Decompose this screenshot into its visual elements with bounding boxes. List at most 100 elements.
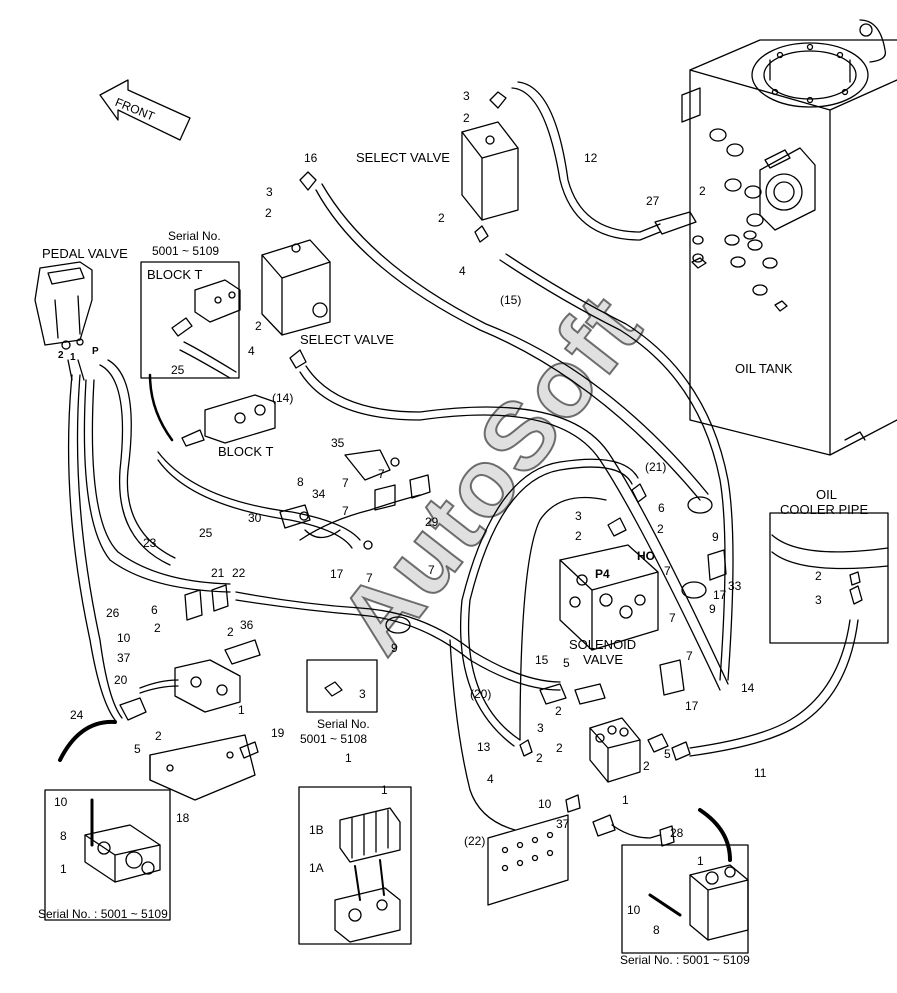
- callout: 7: [664, 564, 671, 578]
- callout: 2: [815, 569, 822, 583]
- callout: 22: [232, 566, 246, 580]
- callout: 1: [381, 783, 388, 797]
- front-arrow: [99, 79, 191, 141]
- callout: 2: [438, 211, 445, 225]
- hose-25: [235, 599, 561, 691]
- callout: 3: [575, 509, 582, 523]
- oil-cooler-inset-frame: [769, 512, 889, 644]
- callout: 8: [653, 923, 660, 937]
- callout: 6: [151, 603, 158, 617]
- hose-21: [467, 466, 633, 741]
- fitting-inset-frame: [306, 659, 378, 713]
- callout: 3: [463, 89, 470, 103]
- solenoid-label-2: VALVE: [583, 652, 623, 667]
- callout: 7: [366, 571, 373, 585]
- callout: 27: [646, 194, 660, 208]
- callout: 2: [155, 729, 162, 743]
- callout: 2: [227, 625, 234, 639]
- callout: 1: [345, 751, 352, 765]
- callout: 4: [459, 264, 466, 278]
- hose-16: [315, 189, 701, 501]
- callout: 13: [477, 740, 491, 754]
- callout: 5: [134, 742, 141, 756]
- callout: 9: [391, 641, 398, 655]
- hose-11: [689, 619, 851, 749]
- serial-fitting-title: Serial No.: [317, 717, 370, 731]
- callout: 20: [114, 673, 128, 687]
- callout: 12: [584, 151, 598, 165]
- hose-23: [99, 364, 171, 566]
- callout: 2: [575, 529, 582, 543]
- callout: 2: [154, 621, 161, 635]
- callout: 37: [556, 817, 570, 831]
- callout: 4: [248, 344, 255, 358]
- callout: 7: [428, 563, 435, 577]
- block-t-inset-label: BLOCK T: [147, 267, 203, 282]
- callout: 7: [342, 504, 349, 518]
- callout: (22): [464, 834, 486, 848]
- callout: 1: [622, 793, 629, 807]
- callout: 2: [255, 319, 262, 333]
- callout: 2: [657, 522, 664, 536]
- callout: 10: [538, 797, 552, 811]
- callout: 28: [670, 826, 684, 840]
- port-ho-label: HO: [637, 549, 655, 563]
- hose-24: [67, 374, 116, 721]
- callout: (14): [272, 391, 294, 405]
- callout: 5: [563, 656, 570, 670]
- callout: 7: [342, 476, 349, 490]
- callout: 2: [643, 759, 650, 773]
- callout: (20): [470, 687, 492, 701]
- callout: 1: [238, 703, 245, 717]
- callout: 25: [199, 526, 213, 540]
- oil-tank-label: OIL TANK: [735, 361, 793, 376]
- left-inset-frame: [44, 789, 171, 921]
- callout: 8: [297, 475, 304, 489]
- callout: 9: [712, 530, 719, 544]
- callout: 30: [248, 511, 262, 525]
- callout: 11: [754, 766, 767, 780]
- callout: 17: [713, 588, 727, 602]
- oil-tank: [681, 19, 897, 456]
- hose-20: [519, 496, 607, 741]
- serial-left-inset: Serial No. : 5001 ~ 5109: [38, 907, 168, 921]
- callout: 1B: [309, 823, 324, 837]
- callout: 35: [331, 436, 345, 450]
- callout: 16: [304, 151, 318, 165]
- bracket-plate: [487, 814, 569, 906]
- callout: 29: [425, 515, 439, 529]
- callout: 4: [487, 772, 494, 786]
- oil-cooler-label-2: COOLER PIPE: [780, 502, 869, 517]
- callout: 3: [815, 593, 822, 607]
- select-valve-lower-label: SELECT VALVE: [300, 332, 394, 347]
- callout: 36: [240, 618, 254, 632]
- callout: 3: [266, 185, 273, 199]
- callout: 15: [535, 653, 549, 667]
- serial-fitting-range: 5001 ~ 5108: [300, 732, 368, 746]
- middle-inset-frame: [298, 786, 412, 945]
- callout: 14: [741, 681, 755, 695]
- select-valve-upper-label: SELECT VALVE: [356, 150, 450, 165]
- callout: 3: [359, 687, 366, 701]
- callout: 2: [536, 751, 543, 765]
- block-t-inset-frame: [140, 261, 240, 379]
- port-p4-label: P4: [595, 567, 610, 581]
- callout: 6: [658, 501, 665, 515]
- pedal-valve-body: [34, 261, 93, 381]
- solenoid-label-1: SOLENOID: [569, 637, 637, 652]
- callout: 24: [70, 708, 84, 722]
- oil-cooler-label-1: OIL: [816, 487, 837, 502]
- serial-right-inset: Serial No. : 5001 ~ 5109: [620, 953, 750, 967]
- hose-12: [511, 87, 661, 241]
- callout: 1: [60, 862, 67, 876]
- callout: 5: [664, 747, 671, 761]
- callout: 10: [117, 631, 131, 645]
- serial-inset-range: 5001 ~ 5109: [152, 244, 220, 258]
- callout: 7: [378, 467, 385, 481]
- callout: 21: [211, 566, 225, 580]
- callout: 18: [176, 811, 190, 825]
- callout: 2: [265, 206, 272, 220]
- callout: 2: [555, 704, 562, 718]
